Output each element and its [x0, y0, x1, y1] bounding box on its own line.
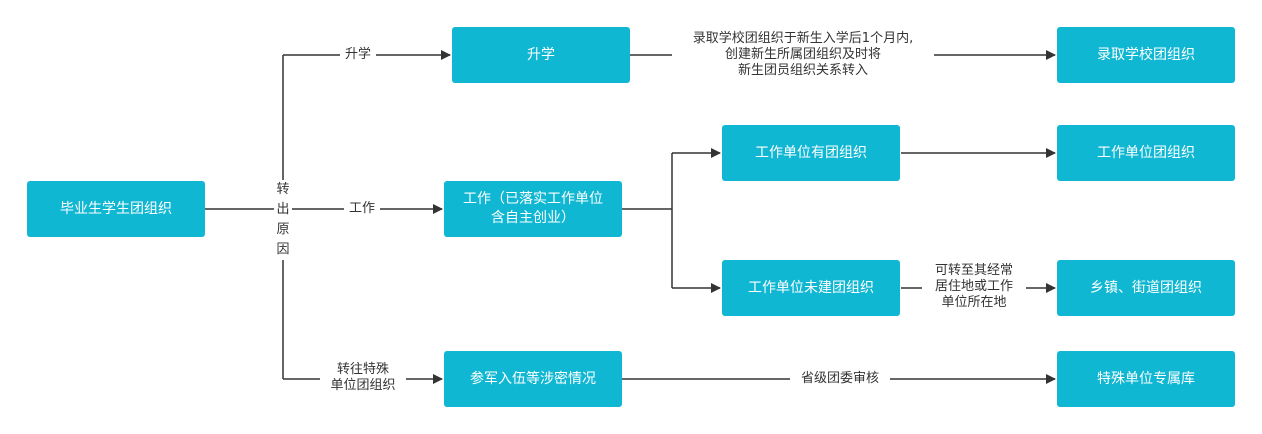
node-special-unit-library: 特殊单位专属库: [1057, 351, 1235, 407]
node-employment: 工作（已落实工作单位 含自主创业）: [444, 181, 622, 237]
label-employment: 工作: [344, 201, 380, 217]
node-employer-league-org: 工作单位团组织: [1057, 125, 1235, 181]
label-special-unit-transfer: 转往特殊 单位团组织: [320, 362, 406, 394]
node-employer-has-league: 工作单位有团组织: [722, 125, 900, 181]
label-school-admission-note: 录取学校团组织于新生入学后1个月内, 创建新生所属团组织及时将 新生团员组织关系…: [672, 31, 934, 79]
node-school-league-org: 录取学校团组织: [1057, 27, 1235, 83]
label-further-study: 升学: [340, 47, 376, 63]
node-military-classified: 参军入伍等涉密情况: [444, 351, 622, 407]
node-graduate-league-org: 毕业生学生团组织: [27, 181, 205, 237]
node-township-street-league: 乡镇、街道团组织: [1057, 260, 1235, 316]
label-provincial-review: 省级团委审核: [790, 371, 890, 387]
label-transfer-reason: 转出原因: [274, 180, 292, 260]
label-no-league-note: 可转至其经常 居住地或工作 单位所在地: [922, 263, 1026, 311]
node-further-study: 升学: [452, 27, 630, 83]
node-employer-no-league: 工作单位未建团组织: [722, 260, 900, 316]
